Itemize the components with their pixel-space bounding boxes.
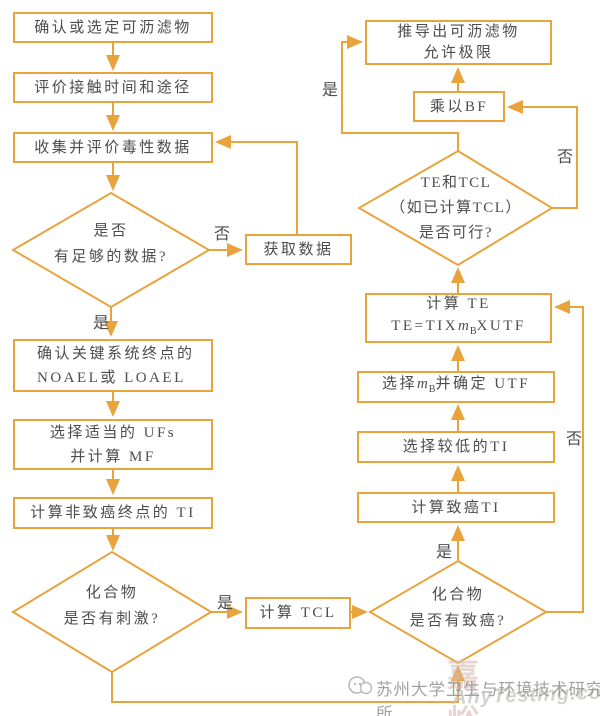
box-exposure-label: 评价接触时间和途径 — [34, 79, 192, 96]
label-no-enough-data: 否 — [214, 226, 232, 243]
connector-feasible-yes-to-derive — [341, 35, 459, 151]
label-no-feasible: 否 — [557, 149, 575, 166]
diamond-irritation-line2: 是否有刺激? — [63, 611, 161, 627]
mb-utf-m: m — [416, 376, 429, 392]
box-ufs-line2: 并计算 MF — [70, 448, 156, 465]
box-calc-te-formula: TE=TIXmBXUTF — [391, 315, 525, 343]
formula-post: XUTF — [476, 318, 526, 334]
connector-getdata-to-collect — [215, 135, 298, 234]
label-yes-carcinogen: 是 — [436, 544, 454, 561]
box-calc-te-line1: 计算 TE — [426, 296, 491, 312]
label-yes-irritation: 是 — [217, 595, 235, 612]
box-noael-line1: 确认关键系统终点的 — [37, 345, 195, 362]
box-bf: 乘以BF — [413, 91, 505, 122]
connector-carcinogen-no-to-calcte — [546, 300, 584, 613]
diamond-feasible-line2: （如已计算TCL） — [390, 200, 522, 216]
box-confirm-leachables-label: 确认或选定可沥滤物 — [34, 19, 192, 36]
box-confirm-leachables: 确认或选定可沥滤物 — [13, 12, 213, 43]
formula-pre: TE=TIX — [391, 318, 459, 334]
box-ufs-line1: 选择适当的 UFs — [49, 424, 177, 441]
box-get-data: 获取数据 — [245, 234, 352, 265]
diamond-enough-data-line2: 有足够的数据? — [53, 249, 169, 265]
box-get-data-label: 获取数据 — [263, 241, 334, 258]
label-no-carcinogen: 否 — [566, 431, 584, 448]
box-exposure: 评价接触时间和途径 — [13, 72, 213, 103]
mb-utf-post: 并确定 UTF — [435, 376, 531, 392]
box-lower-ti-label: 选择较低的TI — [402, 439, 510, 455]
box-noael: 确认关键系统终点的 NOAEL或 LOAEL — [13, 339, 213, 392]
box-cancer-ti: 计算致癌TI — [357, 492, 555, 523]
box-lower-ti: 选择较低的TI — [357, 431, 555, 463]
box-tcl-label: 计算 TCL — [259, 605, 337, 621]
diamond-feasible — [356, 149, 554, 267]
formula-sub-b: B — [469, 326, 477, 337]
formula-m: m — [458, 318, 470, 334]
box-noncancer-ti: 计算非致癌终点的 TI — [13, 497, 213, 529]
box-derive-limit-line1: 推导出可沥滤物 — [397, 23, 520, 40]
diamond-enough-data-text: 是否 有足够的数据? — [13, 218, 209, 270]
box-derive-limit: 推导出可沥滤物 允许极限 — [365, 20, 552, 65]
mb-utf-pre: 选择 — [381, 376, 417, 392]
box-cancer-ti-label: 计算致癌TI — [411, 499, 501, 516]
box-mb-utf: 选择mB并确定 UTF — [357, 371, 555, 403]
connector-feasible-no-to-bf — [507, 100, 578, 209]
diamond-feasible-text: TE和TCL （如已计算TCL） 是否可行? — [359, 171, 553, 246]
box-noncancer-ti-label: 计算非致癌终点的 TI — [30, 505, 196, 521]
box-collect-tox: 收集并评价毒性数据 — [13, 132, 213, 163]
label-yes-enough-data: 是 — [93, 315, 111, 332]
box-bf-label: 乘以BF — [429, 98, 489, 115]
diamond-irritation-text: 化合物 是否有刺激? — [13, 580, 211, 632]
diamond-enough-data-line1: 是否 — [93, 223, 129, 239]
diamond-feasible-line1: TE和TCL — [420, 175, 492, 191]
label-yes-feasible: 是 — [322, 82, 340, 99]
diamond-carcinogen-line1: 化合物 — [431, 587, 485, 603]
box-tcl: 计算 TCL — [245, 597, 351, 629]
diamond-feasible-line3: 是否可行? — [418, 225, 494, 241]
diamond-irritation-line1: 化合物 — [85, 585, 139, 601]
diamond-enough-data — [11, 191, 211, 309]
box-noael-line2: NOAEL或 LOAEL — [37, 369, 186, 386]
diamond-carcinogen-line2: 是否有致癌? — [409, 613, 507, 629]
box-mb-utf-formula: 选择mB并确定 UTF — [382, 372, 530, 402]
diamond-irritation — [11, 550, 213, 674]
connector-irritation-bottom-to-carcinogen — [111, 665, 465, 703]
box-collect-tox-label: 收集并评价毒性数据 — [34, 139, 192, 156]
box-calc-te: 计算 TE TE=TIXmBXUTF — [365, 293, 552, 343]
box-ufs: 选择适当的 UFs 并计算 MF — [13, 419, 213, 470]
mb-utf-sub-b: B — [428, 384, 436, 395]
diamond-carcinogen-text: 化合物 是否有致癌? — [370, 582, 546, 634]
diamond-carcinogen — [368, 559, 548, 665]
box-derive-limit-line2: 允许极限 — [423, 44, 494, 61]
